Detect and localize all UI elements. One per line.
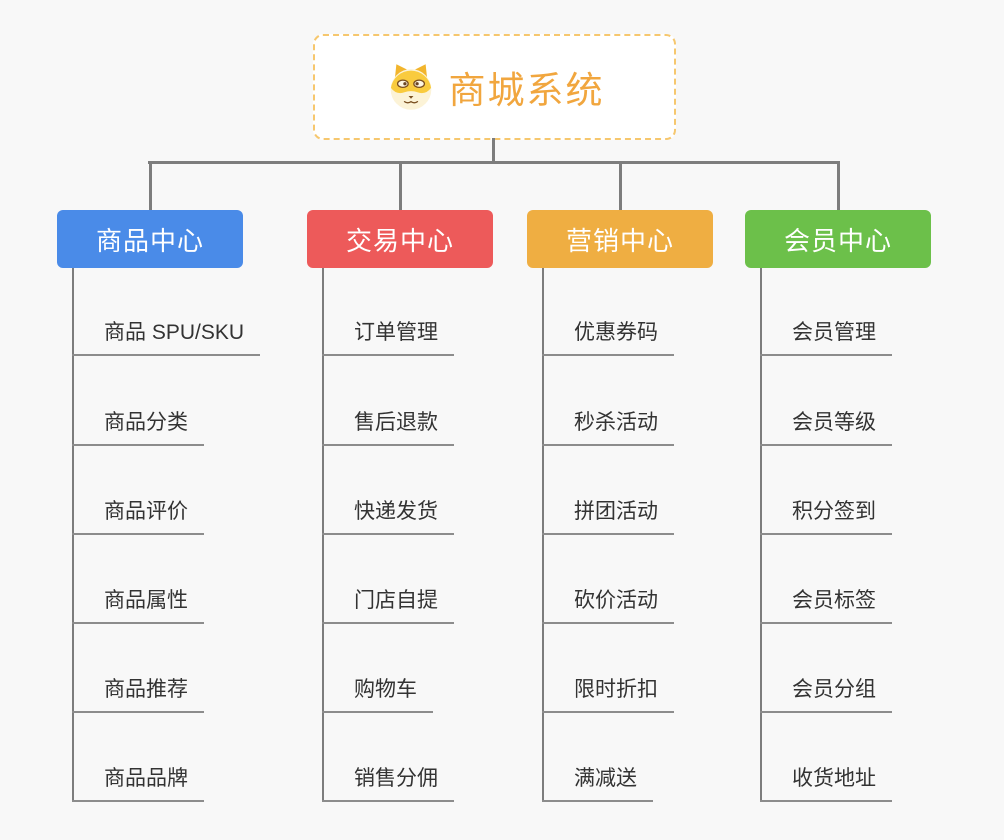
branch-item[interactable]: 会员等级 <box>760 409 892 446</box>
branch-header[interactable]: 营销中心 <box>527 210 713 268</box>
root-connector-stub <box>492 138 495 164</box>
branch-item[interactable]: 秒杀活动 <box>542 409 674 446</box>
branch-item[interactable]: 满减送 <box>542 765 653 802</box>
branch-item[interactable]: 售后退款 <box>322 409 454 446</box>
branch-drop-line <box>836 161 840 210</box>
branch-item[interactable]: 订单管理 <box>322 319 454 356</box>
branch-item[interactable]: 商品品牌 <box>72 765 204 802</box>
branch-item[interactable]: 优惠券码 <box>542 319 674 356</box>
branch-item[interactable]: 限时折扣 <box>542 676 674 713</box>
branch-item[interactable]: 商品评价 <box>72 498 204 535</box>
branch-rail <box>148 161 840 164</box>
root-title: 商城系统 <box>448 70 605 111</box>
branch-header[interactable]: 商品中心 <box>57 210 243 268</box>
branch-item[interactable]: 收货地址 <box>760 765 892 802</box>
branch-drop-line <box>618 161 622 210</box>
branch-item[interactable]: 销售分佣 <box>322 765 454 802</box>
branch-item[interactable]: 砍价活动 <box>542 587 674 624</box>
branch-item[interactable]: 购物车 <box>322 676 433 713</box>
root-node[interactable]: 商城系统 <box>313 34 676 140</box>
branch-trunk-line <box>72 268 74 802</box>
branch-trunk-line <box>322 268 324 802</box>
branch-header[interactable]: 交易中心 <box>307 210 493 268</box>
branch-item[interactable]: 拼团活动 <box>542 498 674 535</box>
branch-item[interactable]: 商品分类 <box>72 409 204 446</box>
branch-item[interactable]: 商品 SPU/SKU <box>72 319 261 356</box>
branch-header[interactable]: 会员中心 <box>745 210 931 268</box>
branch-drop-line <box>148 161 152 210</box>
branch-item[interactable]: 会员分组 <box>760 676 892 713</box>
branch-item[interactable]: 商品属性 <box>72 587 204 624</box>
branch-trunk-line <box>760 268 762 802</box>
branch-item[interactable]: 积分签到 <box>760 498 892 535</box>
branch-trunk-line <box>542 268 544 802</box>
branch-item[interactable]: 快递发货 <box>322 498 454 535</box>
branch-item[interactable]: 会员标签 <box>760 587 892 624</box>
branch-item[interactable]: 商品推荐 <box>72 676 204 713</box>
shiba-dog-icon <box>385 61 437 113</box>
branch-item[interactable]: 会员管理 <box>760 319 892 356</box>
branch-drop-line <box>398 161 402 210</box>
branch-item[interactable]: 门店自提 <box>322 587 454 624</box>
